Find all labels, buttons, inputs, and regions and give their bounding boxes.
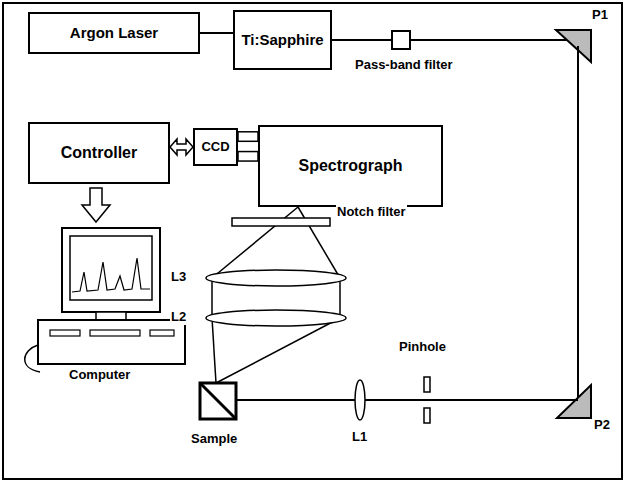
prism-label: P1 bbox=[591, 8, 609, 23]
lens-symbol bbox=[355, 380, 365, 420]
connector bbox=[238, 132, 258, 161]
box-label: CCD bbox=[197, 140, 233, 155]
filter-label: Notch filter bbox=[336, 205, 407, 220]
box-label: Controller bbox=[57, 144, 141, 162]
drive-slot bbox=[150, 330, 174, 336]
box-label: Ti:Sapphire bbox=[237, 31, 327, 48]
data-arrow bbox=[82, 188, 110, 222]
lens-symbol bbox=[206, 270, 346, 286]
prism-label: P2 bbox=[593, 418, 611, 433]
laser-box: Argon Laser bbox=[28, 12, 200, 54]
detector-box: CCD bbox=[193, 128, 238, 166]
filter-label: Pass-band filter bbox=[354, 58, 454, 73]
collection-ray bbox=[339, 278, 341, 318]
lens-symbol bbox=[206, 310, 346, 326]
laser-beam bbox=[577, 46, 579, 400]
monitor bbox=[62, 228, 160, 312]
laser-box: Ti:Sapphire bbox=[233, 10, 332, 70]
controller-box: Controller bbox=[28, 122, 170, 184]
computer-label: Computer bbox=[68, 368, 131, 383]
spectrograph-box: Spectrograph bbox=[258, 125, 443, 207]
pinhole-symbol bbox=[424, 408, 430, 423]
pinhole-symbol bbox=[424, 377, 430, 392]
sample-diagonal bbox=[200, 383, 236, 419]
pinhole-label: Pinhole bbox=[398, 340, 447, 355]
drive-slot bbox=[90, 330, 140, 336]
laser-beam bbox=[410, 39, 578, 41]
double-arrow bbox=[170, 139, 193, 155]
collection-ray bbox=[211, 278, 213, 318]
connector-line bbox=[200, 32, 233, 34]
pass-band-filter-symbol bbox=[392, 31, 410, 49]
sample-label: Sample bbox=[190, 432, 238, 447]
collection-ray bbox=[216, 318, 340, 383]
notch-filter-symbol bbox=[232, 218, 330, 226]
monitor-stand bbox=[96, 312, 126, 320]
coupling-plug bbox=[238, 152, 258, 162]
box-label: Spectrograph bbox=[294, 157, 406, 175]
prism-symbol bbox=[556, 30, 591, 62]
lens-label: L2 bbox=[170, 310, 187, 325]
prism-symbol bbox=[557, 385, 591, 418]
coupling-plug bbox=[238, 132, 258, 142]
figure-frame bbox=[3, 3, 622, 479]
connector bbox=[200, 33, 233, 34]
screen bbox=[70, 236, 152, 300]
cable bbox=[25, 345, 40, 372]
laser-beam bbox=[330, 39, 392, 41]
lens-label: L3 bbox=[170, 270, 187, 285]
collection-ray bbox=[212, 318, 216, 383]
computer-case bbox=[38, 320, 185, 364]
spectrum-trace bbox=[72, 258, 150, 292]
connector bbox=[170, 139, 193, 155]
sample-cube bbox=[200, 383, 236, 419]
laser-beam bbox=[236, 399, 578, 401]
box-label: Argon Laser bbox=[66, 24, 162, 41]
drive-slot bbox=[50, 330, 80, 336]
lens-label: L1 bbox=[351, 430, 368, 445]
